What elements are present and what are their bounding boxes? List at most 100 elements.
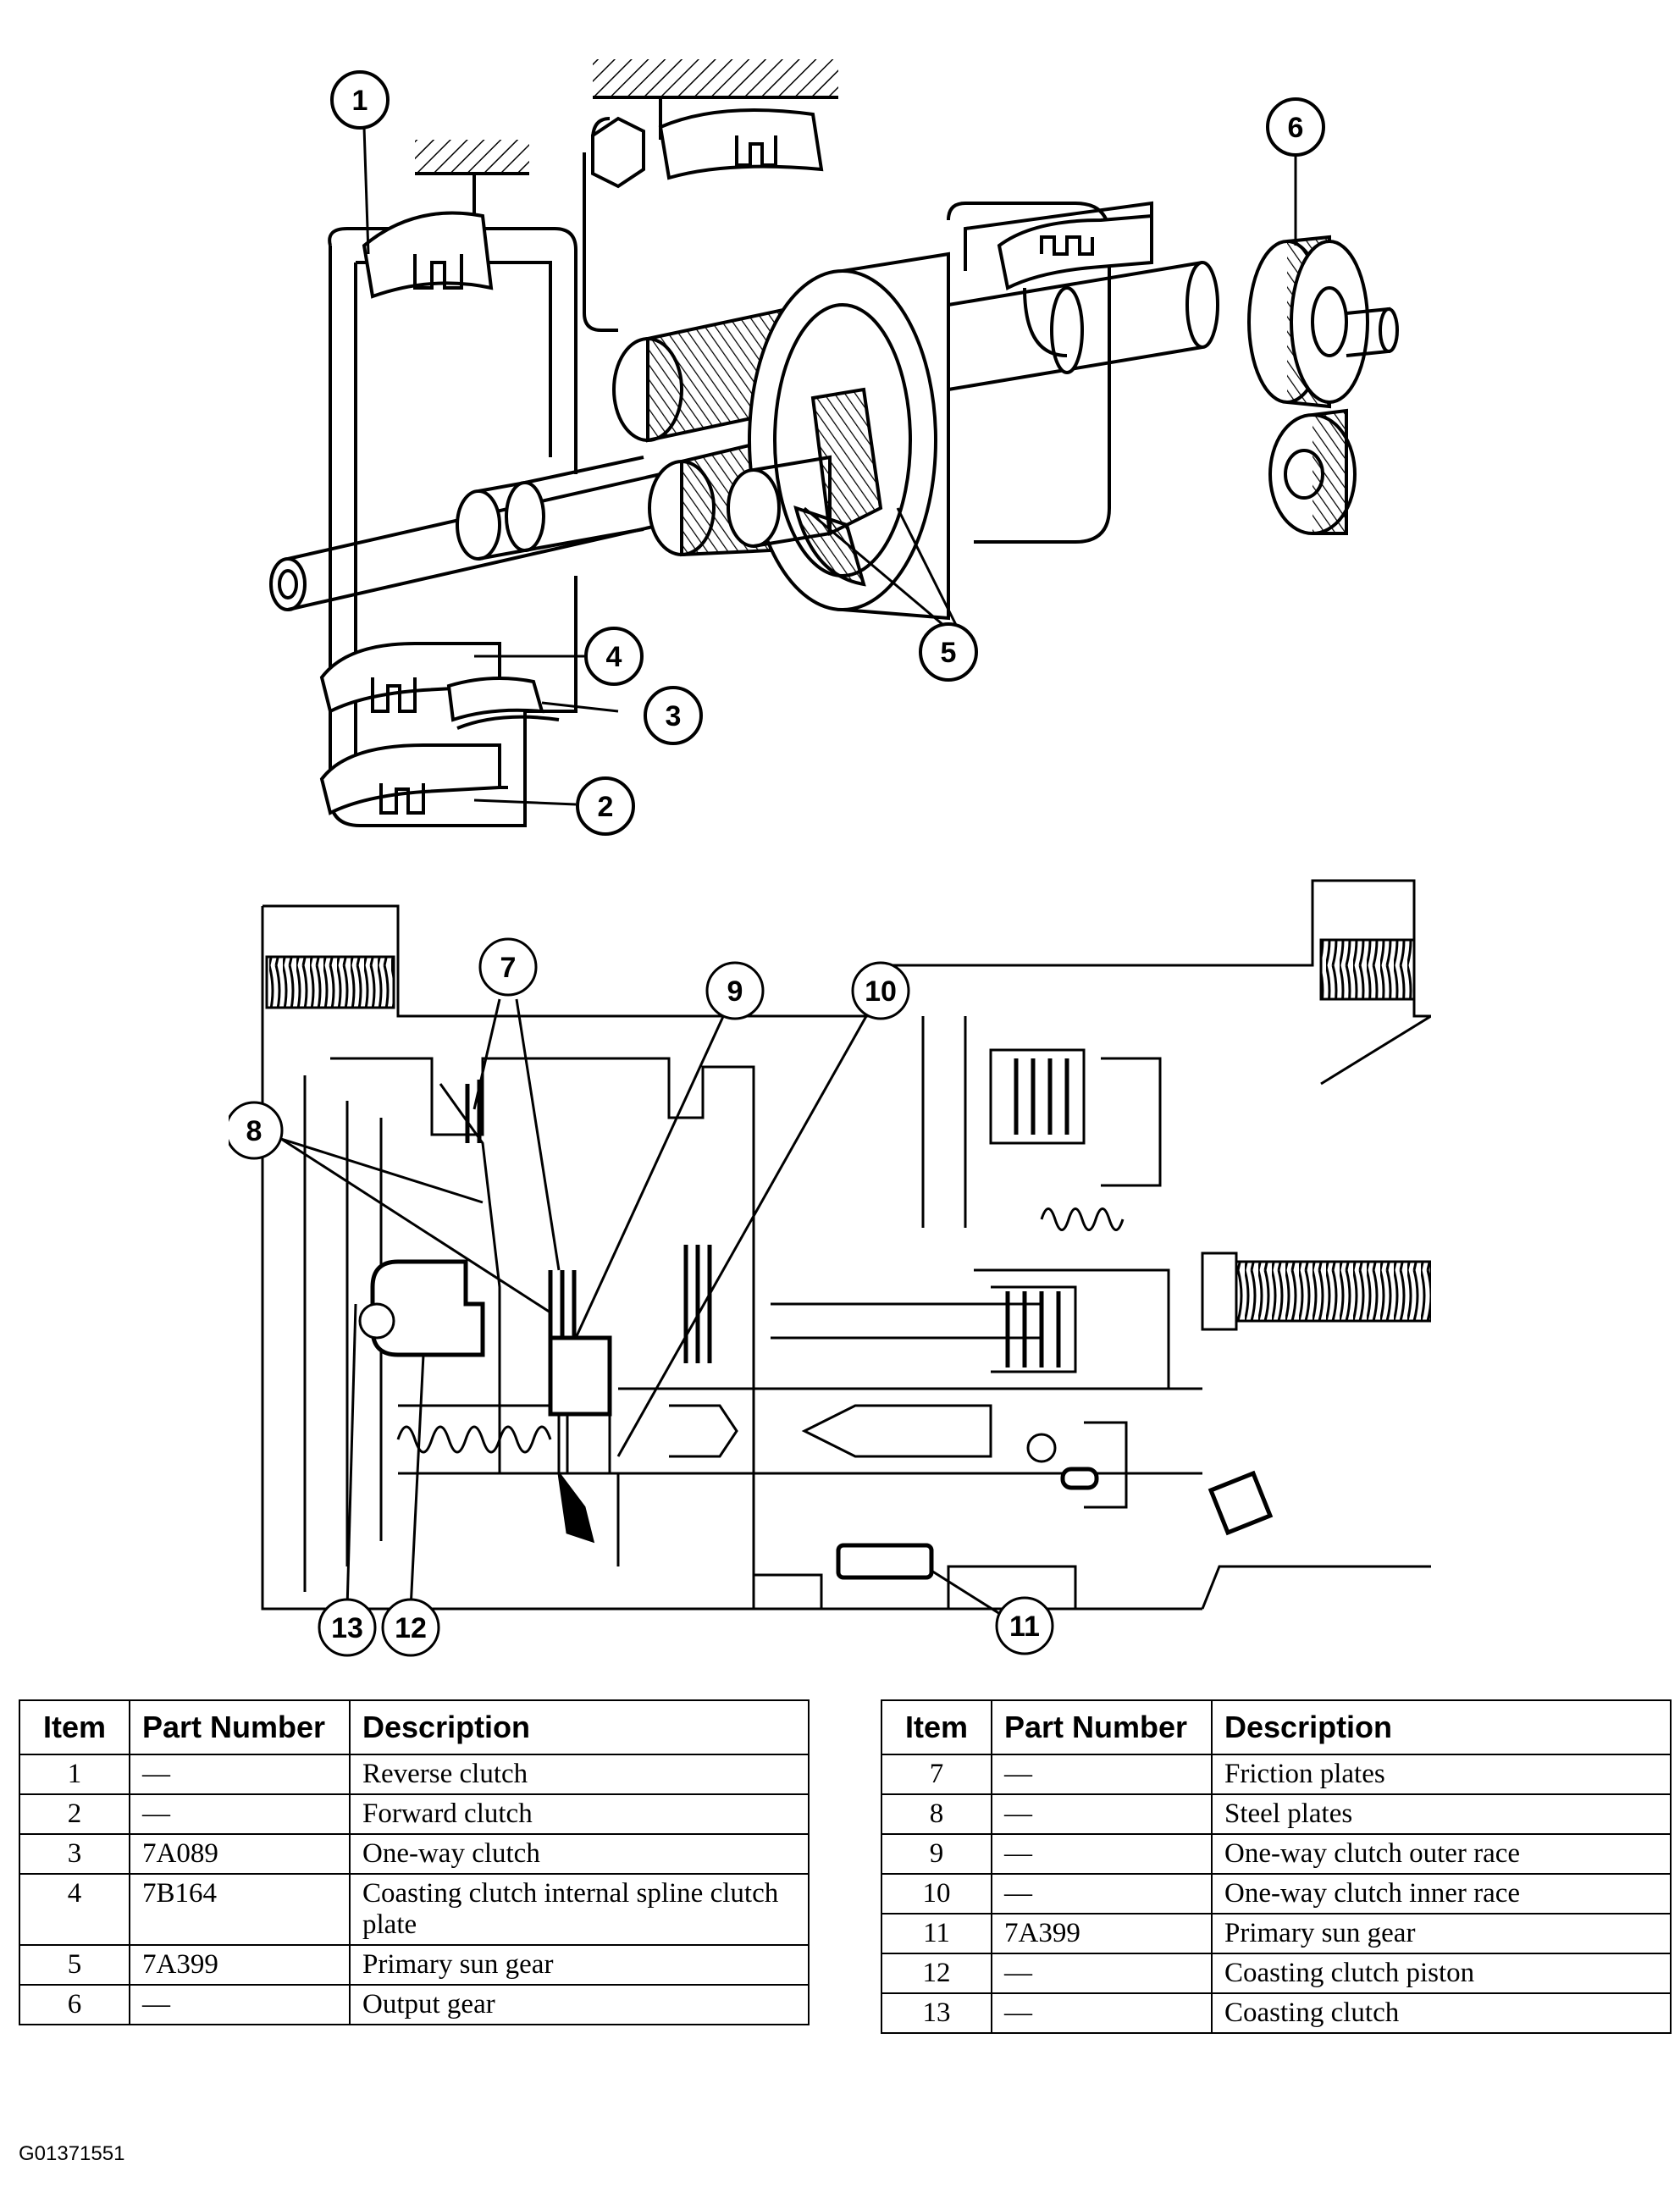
left-plate-stack	[465, 1080, 712, 1363]
cell-part-number: —	[129, 1793, 351, 1835]
table-row: 5 7A399 Primary sun gear	[19, 1944, 810, 1986]
cell-part-number: 7A399	[991, 1913, 1213, 1954]
cell-description: Steel plates	[1211, 1793, 1672, 1835]
idler-gear	[1268, 408, 1357, 535]
cell-description: Coasting clutch	[1211, 1992, 1672, 2034]
table-row: 10 — One-way clutch inner race	[881, 1873, 1672, 1914]
forward-clutch-pack	[319, 642, 501, 714]
cell-description: Coasting clutch piston	[1211, 1953, 1672, 1994]
center-shaft	[618, 1302, 1202, 1475]
front-clutch-housing	[303, 1057, 755, 1609]
upper-right-clutch	[591, 108, 824, 189]
cell-item: 12	[881, 1953, 992, 1994]
callout-6: 6	[1266, 97, 1325, 157]
output-shaft	[948, 261, 1219, 391]
cell-item: 7	[881, 1754, 992, 1795]
header-part-number: Part Number	[991, 1699, 1213, 1755]
leader-line-7b	[515, 998, 561, 1271]
callout-7: 7	[478, 937, 538, 997]
cell-part-number: 7B164	[129, 1873, 351, 1946]
leader-line-5a	[896, 507, 967, 644]
cell-part-number: 7A089	[129, 1833, 351, 1875]
cell-item: 13	[881, 1992, 992, 2034]
callout-label: 12	[395, 1612, 427, 1644]
parts-table-left: Item Part Number Description 1 — Reverse…	[19, 1699, 810, 2025]
header-description: Description	[349, 1699, 810, 1755]
leader-line-2	[473, 798, 577, 806]
callout-label: 13	[331, 1612, 363, 1644]
upper-right-bracket	[964, 201, 1153, 357]
callout-11: 11	[995, 1596, 1054, 1655]
callout-label: 6	[1288, 112, 1304, 144]
callout-label: 7	[500, 952, 517, 984]
callout-8: 8	[229, 1101, 284, 1160]
mid-upper-clutch	[921, 1016, 1162, 1231]
cell-item: 10	[881, 1873, 992, 1914]
leader-line-3	[541, 701, 619, 713]
cell-part-number: —	[991, 1992, 1213, 2034]
cell-item: 3	[19, 1833, 130, 1875]
cell-description: Output gear	[349, 1984, 810, 2025]
cell-part-number: —	[991, 1873, 1213, 1914]
leader-line-9	[574, 990, 737, 1339]
table-row: 2 — Forward clutch	[19, 1793, 810, 1835]
cell-part-number: —	[991, 1754, 1213, 1795]
bolt-right-top	[1319, 938, 1416, 1001]
callout-label: 2	[598, 791, 614, 823]
cell-description: Coasting clutch internal spline clutch p…	[349, 1873, 810, 1946]
leader-line-8a	[280, 1137, 484, 1204]
table-row: 12 — Coasting clutch piston	[881, 1953, 1672, 1994]
table-row: 11 7A399 Primary sun gear	[881, 1913, 1672, 1954]
leader-line-5b	[804, 506, 966, 645]
cell-description: Reverse clutch	[349, 1754, 810, 1795]
cell-description: One-way clutch	[349, 1833, 810, 1875]
table-header-row: Item Part Number Description	[881, 1699, 1672, 1755]
callout-label: 11	[1009, 1611, 1040, 1643]
cell-part-number: 7A399	[129, 1944, 351, 1986]
reverse-clutch-segment	[362, 211, 494, 299]
one-way-clutch	[446, 677, 560, 730]
cell-item: 4	[19, 1873, 130, 1946]
clutch-schematic-diagram: 1 6 5 4 3 2	[269, 59, 1399, 836]
callout-label: 9	[727, 975, 743, 1008]
cell-item: 9	[881, 1833, 992, 1875]
cell-part-number: —	[129, 1754, 351, 1795]
callout-label: 5	[941, 637, 957, 669]
header-item: Item	[881, 1699, 992, 1755]
table-header-row: Item Part Number Description	[19, 1699, 810, 1755]
one-way-clutch-assembly	[548, 1335, 620, 1566]
cell-item: 1	[19, 1754, 130, 1795]
ground-hatch-right	[593, 59, 838, 140]
table-row: 8 — Steel plates	[881, 1793, 1672, 1835]
primary-sun-gear-section	[836, 1543, 934, 1580]
ground-hatch-left	[415, 140, 529, 229]
leader-line-13	[345, 1303, 357, 1610]
callout-9: 9	[705, 961, 765, 1020]
bolt-left-top	[265, 955, 395, 1009]
callout-4: 4	[584, 627, 644, 686]
cell-description: One-way clutch outer race	[1211, 1833, 1672, 1875]
cell-item: 5	[19, 1944, 130, 1986]
cell-item: 2	[19, 1793, 130, 1835]
cell-part-number: —	[991, 1793, 1213, 1835]
table-row: 9 — One-way clutch outer race	[881, 1833, 1672, 1875]
coasting-clutch-assembly	[358, 1259, 569, 1475]
cell-item: 11	[881, 1913, 992, 1954]
leader-line-7a	[472, 998, 501, 1110]
table-row: 4 7B164 Coasting clutch internal spline …	[19, 1873, 810, 1946]
cell-description: Friction plates	[1211, 1754, 1672, 1795]
cell-description: One-way clutch inner race	[1211, 1873, 1672, 1914]
table-row: 3 7A089 One-way clutch	[19, 1833, 810, 1875]
cell-part-number: —	[129, 1984, 351, 2025]
output-gear	[1247, 235, 1399, 409]
ring-gear-drum	[748, 251, 950, 621]
cell-item: 6	[19, 1984, 130, 2025]
return-spring	[396, 1425, 552, 1454]
cell-item: 8	[881, 1793, 992, 1835]
leader-line-1	[362, 126, 370, 255]
transaxle-cross-section: 7 8 9 10 11 12 13	[229, 879, 1431, 1657]
figure-id-label: G01371551	[19, 2142, 125, 2165]
leader-line-8b	[280, 1137, 551, 1314]
callout-12: 12	[381, 1598, 440, 1657]
callout-3: 3	[644, 686, 703, 745]
